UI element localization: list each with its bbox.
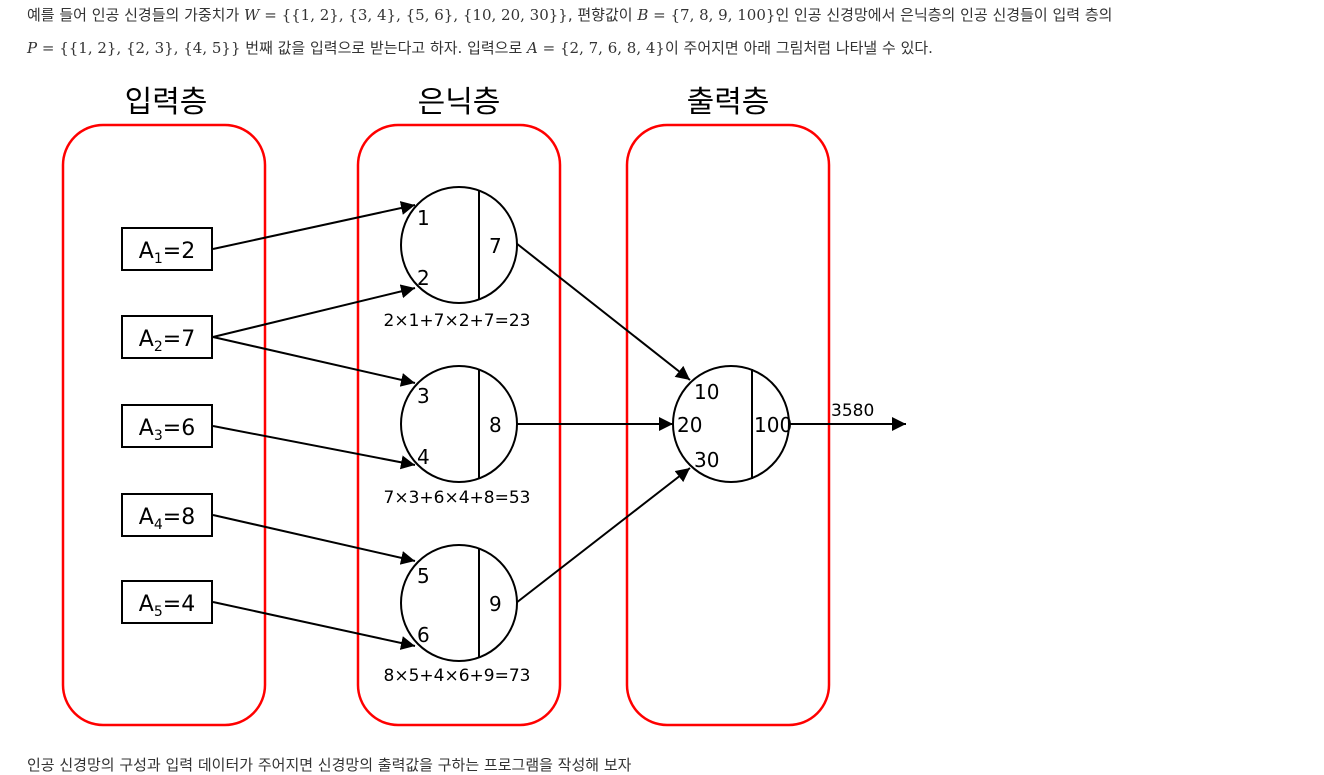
edge-a1-h1 — [212, 201, 416, 250]
input-node-4: A4=8 — [121, 493, 213, 537]
bias-label: 100 — [754, 413, 792, 437]
position-formula: P = {{1, 2}, {2, 3}, {4, 5}} — [27, 39, 241, 57]
weight-label: 3 — [417, 384, 430, 408]
hidden-neuron-1: 1 2 7 — [400, 186, 518, 304]
hidden-neuron-2: 3 4 8 — [400, 365, 518, 483]
weight-label: 5 — [417, 564, 430, 588]
hidden-formula-3: 8×5+4×6+9=73 — [384, 666, 531, 686]
input-node-1: A1=2 — [121, 227, 213, 271]
hidden-layer-title: 은닉층 — [418, 85, 501, 120]
intro-text: 예를 들어 인공 신경들의 가중치가 — [27, 6, 245, 24]
input-node-5: A5=4 — [121, 580, 213, 624]
input-layer-title: 입력층 — [125, 85, 208, 120]
intro-text: 인 인공 신경망에서 은닉층의 인공 신경들이 입력 층의 — [775, 6, 1113, 24]
hidden-formula-2: 7×3+6×4+8=53 — [384, 488, 531, 508]
edge-h1-out — [515, 242, 691, 381]
weight-label: 2 — [417, 266, 430, 290]
bias-label: 9 — [489, 592, 502, 616]
bias-label: 8 — [489, 413, 502, 437]
weight-label: 6 — [417, 623, 430, 647]
output-layer-title: 출력층 — [687, 85, 770, 120]
intro-text: 이 주어지면 아래 그림처럼 나타낼 수 있다. — [664, 39, 933, 57]
hidden-neuron-3: 5 6 9 — [400, 544, 518, 662]
bias-label: 7 — [489, 234, 502, 258]
svg-text:A3=6: A3=6 — [139, 416, 195, 444]
bias-formula: B = {7, 8, 9, 100} — [637, 6, 776, 24]
output-result: 3580 — [831, 401, 874, 421]
weight-label: 10 — [694, 380, 719, 404]
edge-a2-h1 — [212, 284, 416, 338]
weight-label: 4 — [417, 445, 430, 469]
svg-text:A1=2: A1=2 — [139, 239, 195, 267]
edge-a4-h3 — [212, 514, 416, 565]
input-node-2: A2=7 — [121, 315, 213, 359]
edge-h3-out — [515, 467, 691, 604]
weight-label: 20 — [677, 413, 702, 437]
intro-text: , 편향값이 — [567, 6, 638, 24]
edge-a3-h2 — [212, 425, 416, 470]
hidden-formula-1: 2×1+7×2+7=23 — [384, 311, 531, 331]
weights-formula: W = {{1, 2}, {3, 4}, {5, 6}, {10, 20, 30… — [244, 6, 568, 24]
output-neuron: 10 20 30 100 — [672, 365, 792, 483]
intro-text: 번째 값을 입력으로 받는다고 하자. 입력으로 — [240, 39, 528, 57]
svg-text:A2=7: A2=7 — [139, 327, 195, 355]
input-node-3: A3=6 — [121, 404, 213, 448]
input-layer-box — [61, 123, 267, 727]
input-formula: A = {2, 7, 6, 8, 4} — [527, 39, 665, 57]
weight-label: 1 — [417, 206, 430, 230]
weight-label: 30 — [694, 448, 719, 472]
svg-text:A4=8: A4=8 — [139, 505, 195, 533]
outro-text: 인공 신경망의 구성과 입력 데이터가 주어지면 신경망의 출력값을 구하는 프… — [27, 756, 632, 774]
edge-a5-h3 — [212, 601, 416, 650]
edge-a2-h2 — [212, 336, 416, 387]
svg-text:A5=4: A5=4 — [139, 592, 195, 620]
intro-line-2: P = {{1, 2}, {2, 3}, {4, 5}} 번째 값을 입력으로 … — [27, 38, 933, 58]
intro-line-1: 예를 들어 인공 신경들의 가중치가 W = {{1, 2}, {3, 4}, … — [27, 5, 1112, 25]
